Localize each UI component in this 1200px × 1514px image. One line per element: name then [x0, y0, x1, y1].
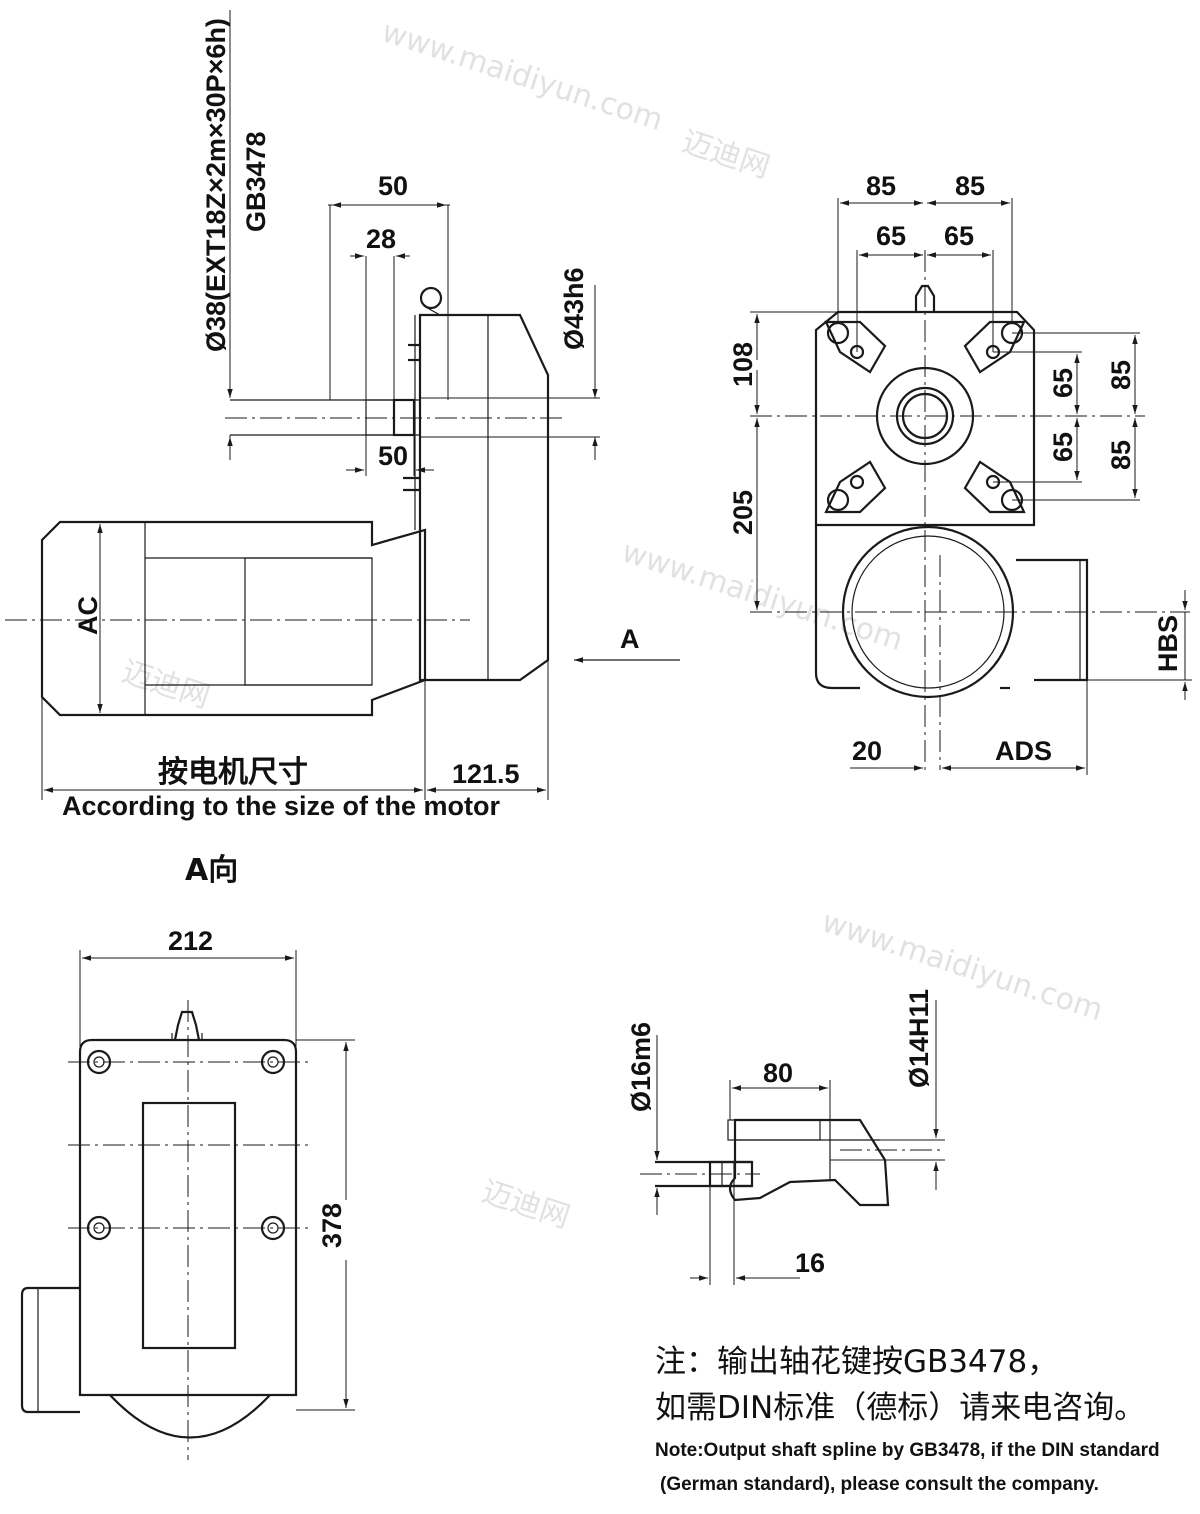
dim-ac: AC [73, 596, 103, 635]
spline-spec-label: Ø38(EXT18Z×2m×30P×6h) [201, 18, 231, 352]
motor-size-cn-label: 按电机尺寸 [158, 755, 308, 790]
front-view: 85 85 65 65 108 205 65 85 65 [728, 171, 1192, 775]
dim-108: 108 [728, 342, 758, 387]
watermark-brand: 迈迪网 [478, 1174, 574, 1235]
dim-80: 80 [763, 1058, 793, 1088]
dim-65-upper: 65 [1048, 368, 1078, 398]
dim-85-left: 85 [866, 171, 896, 201]
view-a-arrow-label: A [620, 624, 640, 654]
note-block: 注：输出轴花键按GB3478， 如需DIN标准（德标）请来电咨询。 Note:O… [655, 1344, 1160, 1495]
watermark-site: www.maidiyun.com [818, 904, 1108, 1028]
dim-65-left: 65 [876, 221, 906, 251]
dim-14H11: Ø14H11 [904, 989, 934, 1088]
dim-50-top: 50 [378, 171, 408, 201]
dim-50-bottom: 50 [378, 441, 408, 471]
note-en-line1: Note:Output shaft spline by GB3478, if t… [655, 1440, 1160, 1461]
dim-121-5: 121.5 [452, 759, 520, 789]
note-cn-line2: 如需DIN标准（德标）请来电咨询。 [655, 1390, 1145, 1426]
note-en-line2: (German standard), please consult the co… [660, 1474, 1099, 1495]
dim-85-lower: 85 [1106, 440, 1136, 470]
dim-hbs: HBS [1153, 615, 1183, 672]
motor-size-en-label: According to the size of the motor [62, 791, 501, 821]
dim-212: 212 [168, 926, 213, 956]
dim-85-right: 85 [955, 171, 985, 201]
dim-28: 28 [366, 224, 396, 254]
view-a: A向 212 378 [20, 853, 355, 1460]
watermark-site: www.maidiyun.com [378, 14, 668, 138]
dim-65-lower: 65 [1048, 432, 1078, 462]
watermark-site: www.maidiyun.com [618, 534, 908, 658]
dim-205: 205 [728, 490, 758, 535]
dim-65-right: 65 [944, 221, 974, 251]
shaft-detail: Ø16m6 80 Ø14H11 16 [626, 989, 945, 1285]
side-view: Ø38(EXT18Z×2m×30P×6h) GB3478 50 28 50 [5, 10, 680, 821]
dim-85-upper: 85 [1106, 360, 1136, 390]
view-a-title: A向 [185, 853, 238, 888]
dim-ads: ADS [995, 736, 1052, 766]
spline-standard-label: GB3478 [241, 131, 271, 232]
note-cn-line1: 注：输出轴花键按GB3478， [655, 1344, 1058, 1380]
dim-20: 20 [852, 736, 882, 766]
dim-shaft-diameter: Ø43h6 [559, 267, 589, 350]
watermark-brand: 迈迪网 [678, 124, 774, 185]
dim-16: 16 [795, 1248, 825, 1278]
dim-16m6: Ø16m6 [626, 1022, 656, 1112]
dim-378: 378 [317, 1203, 347, 1248]
